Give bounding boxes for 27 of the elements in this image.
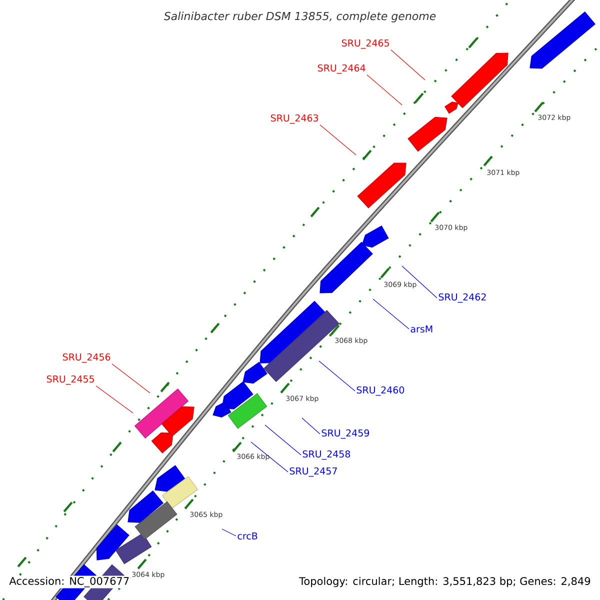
leader-line (250, 442, 288, 472)
gene-label: SRU_2462 (438, 293, 486, 303)
leader-line (366, 74, 402, 106)
leader-line (402, 266, 438, 298)
leader-line (372, 298, 410, 330)
gene-label: SRU_2455 (46, 375, 94, 385)
gene-label: SRU_2458 (302, 450, 350, 460)
gene-label: SRU_2459 (322, 429, 370, 439)
leader-line (318, 360, 356, 392)
leader-line (320, 124, 356, 156)
gene-label: SRU_2464 (318, 64, 366, 74)
leader-line (222, 528, 236, 536)
gene-label: crcB (238, 532, 258, 540)
leader-line (96, 386, 134, 414)
gene-label: SRU_2457 (290, 467, 337, 477)
gene-label: arsM (410, 325, 432, 333)
gene-label: SRU_2460 (356, 386, 404, 396)
gene-label: SRU_2465 (342, 39, 389, 49)
title: Salinibacter ruber DSM 13855, complete genome (164, 12, 436, 22)
gene-label: SRU_2456 (62, 353, 110, 363)
gene-label: SRU_2463 (270, 114, 318, 124)
leader-line (112, 364, 150, 394)
accession-label: Accession: NC_007677 (8, 576, 131, 588)
leader-line (390, 50, 426, 80)
genome-stats-label: Topology: circular; Length: 3,551,823 bp; Genes: 2,849 (299, 576, 590, 588)
leader-line (302, 418, 320, 434)
leader-line (264, 424, 302, 456)
